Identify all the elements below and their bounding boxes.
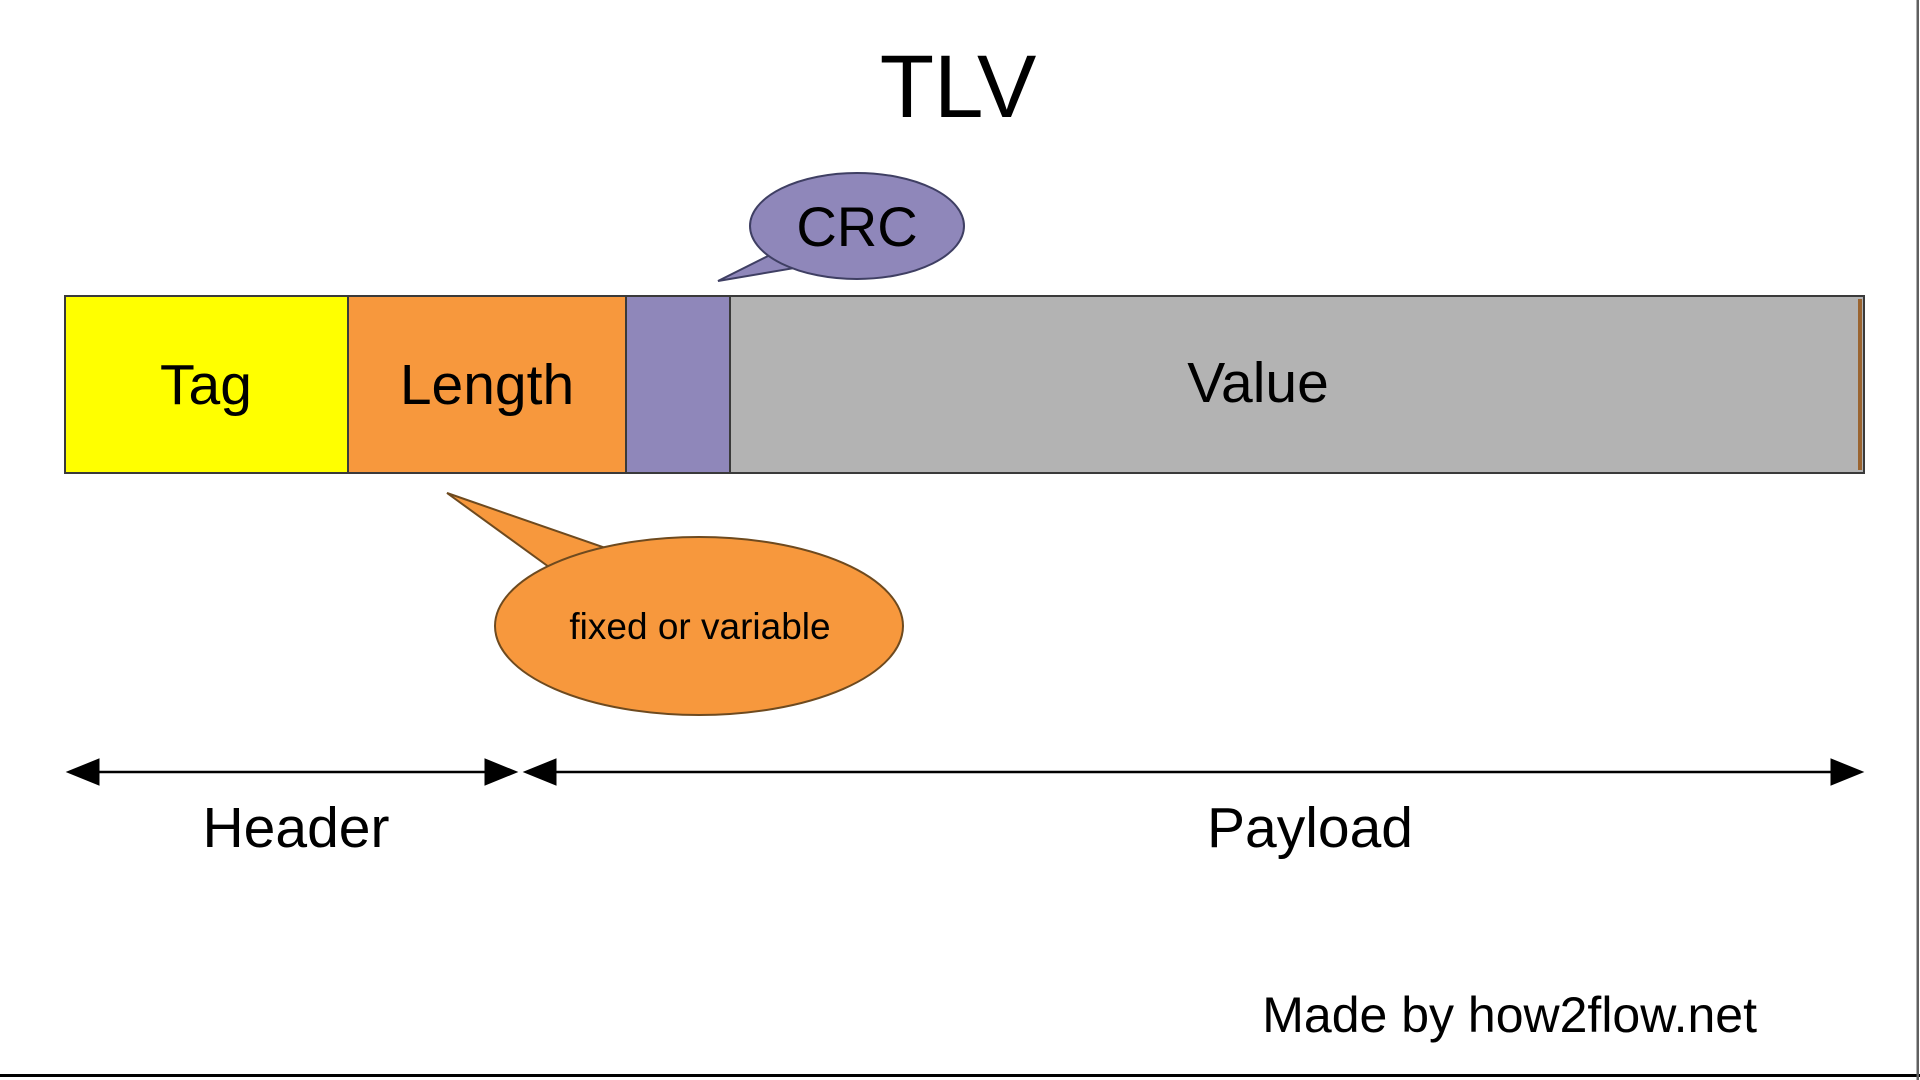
header-label: Header (203, 796, 390, 860)
payload-arrow-left-head (522, 758, 557, 786)
bar-right-edge-accent (1858, 299, 1862, 470)
tag-segment (64, 295, 349, 474)
crc-segment (625, 295, 731, 474)
right-edge-line (1916, 0, 1919, 1080)
watermark-text: Made by how2flow.net (1262, 987, 1757, 1043)
page-title: TLV (880, 36, 1037, 136)
length-note-label: fixed or variable (569, 606, 830, 647)
bottom-edge-line (0, 1074, 1920, 1077)
crc-callout-label: CRC (796, 195, 917, 258)
value-label: Value (1187, 351, 1329, 415)
tag-label: Tag (160, 353, 252, 417)
header-arrow-right-head (484, 758, 519, 786)
payload-label: Payload (1207, 796, 1413, 860)
crc-callout-bubble (749, 172, 965, 280)
length-segment (347, 295, 627, 474)
payload-arrow-right-head (1830, 758, 1865, 786)
length-label: Length (400, 353, 574, 417)
length-note-bubble (494, 536, 904, 716)
header-arrow-left-head (65, 758, 100, 786)
value-segment (729, 295, 1865, 474)
